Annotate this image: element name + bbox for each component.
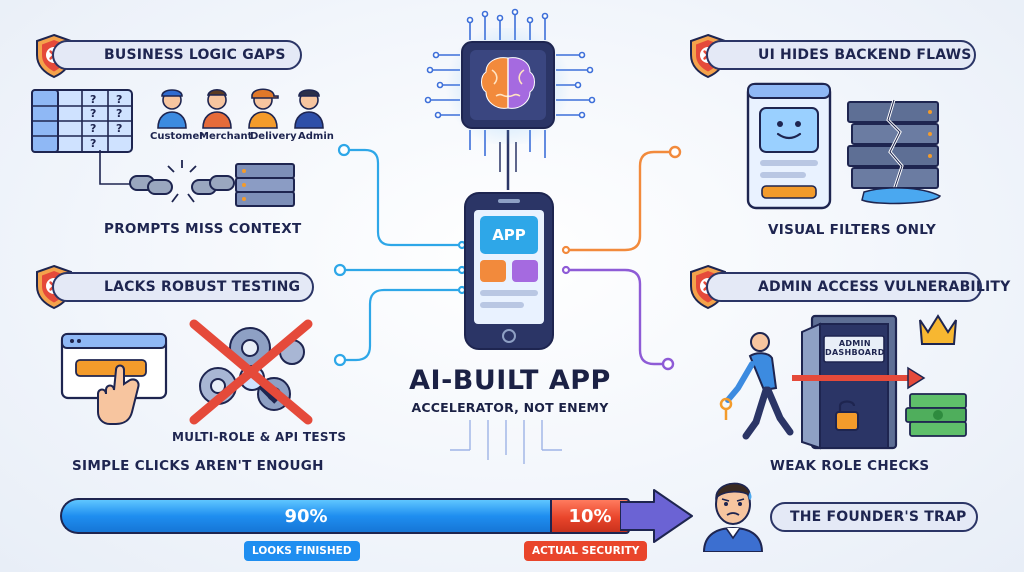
phone-app-icon: [464, 192, 554, 350]
role-label-merchant: Merchant: [199, 131, 253, 142]
ai-chip-brain-icon: [461, 41, 555, 129]
looks-finished-tag: LOOKS FINISHED: [244, 541, 360, 561]
browser-click-icon: [60, 332, 168, 425]
security-progress-bar: 90% 10%: [60, 498, 630, 534]
svg-text:?: ?: [90, 137, 96, 150]
role-avatars: [157, 88, 324, 129]
door-label-line1: ADMIN: [838, 339, 871, 348]
door-label-line2: DASHBOARD: [825, 348, 885, 357]
lacks-robust-testing-title: LACKS ROBUST TESTING: [52, 272, 314, 302]
ai-built-app-title: AI-BUILT APP: [409, 365, 611, 396]
svg-text:?: ?: [90, 93, 96, 106]
visual-filters-only-caption: VISUAL FILTERS ONLY: [768, 222, 937, 238]
role-label-delivery: Delivery: [250, 131, 297, 142]
actual-security-tag: ACTUAL SECURITY: [524, 541, 648, 561]
business-logic-gaps-title: BUSINESS LOGIC GAPS: [52, 40, 302, 70]
role-label-customer: Customer: [150, 131, 205, 142]
database-table-icon: ?? ?? ?? ?: [31, 89, 133, 153]
founders-trap-title: THE FOUNDER'S TRAP: [770, 502, 978, 532]
weak-role-checks-caption: WEAK ROLE CHECKS: [770, 458, 930, 474]
role-label-admin: Admin: [298, 131, 334, 142]
accelerator-subtitle: ACCELERATOR, NOT ENEMY: [411, 400, 609, 415]
admin-door-break-in-icon: [719, 314, 967, 450]
ui-hides-backend-flaws-title: UI HIDES BACKEND FLAWS: [706, 40, 976, 70]
worried-founder-icon: [702, 482, 764, 552]
svg-text:?: ?: [116, 122, 122, 135]
admin-dashboard-door-label: ADMIN DASHBOARD: [825, 339, 885, 357]
prompts-miss-context-caption: PROMPTS MISS CONTEXT: [104, 221, 302, 237]
app-label: APP: [492, 226, 526, 244]
crossed-out-gears-icon: [189, 319, 313, 425]
looks-finished-segment: 90%: [60, 498, 550, 534]
finished-percent: 90%: [284, 505, 328, 527]
broken-chain-icon: [99, 150, 295, 207]
actual-security-segment: 10%: [550, 498, 630, 534]
svg-text:?: ?: [90, 122, 96, 135]
svg-text:?: ?: [90, 107, 96, 120]
friendly-ui-over-broken-server-icon: [746, 82, 942, 210]
simple-clicks-caption: SIMPLE CLICKS AREN'T ENOUGH: [72, 458, 324, 474]
svg-text:?: ?: [116, 93, 122, 106]
security-percent: 10%: [568, 505, 612, 527]
svg-text:?: ?: [116, 107, 122, 120]
progress-arrow-head-icon: [620, 489, 693, 543]
multi-role-api-tests-caption: MULTI-ROLE & API TESTS: [172, 430, 347, 444]
admin-access-vulnerability-title: ADMIN ACCESS VULNERABILITY: [706, 272, 1010, 302]
